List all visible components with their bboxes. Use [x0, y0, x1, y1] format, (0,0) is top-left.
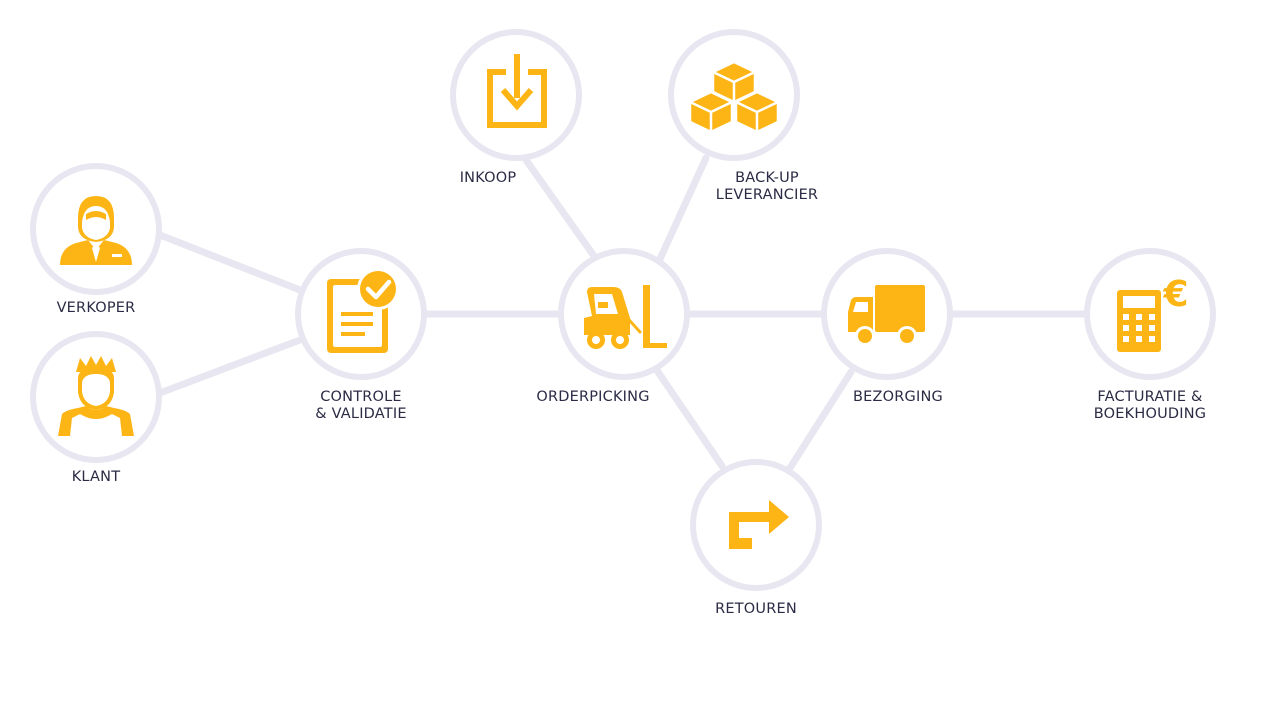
node-label-backup: BACK-UP LEVERANCIER — [716, 170, 818, 204]
label-line: RETOUREN — [715, 601, 797, 617]
calculator-euro-icon: € — [1117, 274, 1189, 352]
node-label-inkoop: INKOOP — [460, 170, 517, 187]
return-arrow-icon — [729, 500, 789, 549]
label-line: BOEKHOUDING — [1093, 406, 1207, 422]
node-label-klant: KLANT — [72, 469, 121, 486]
delivery-truck-icon — [848, 285, 925, 346]
connectors — [156, 154, 1090, 472]
label-line: BACK-UP — [735, 170, 799, 186]
label-line: VERKOPER — [56, 300, 136, 316]
label-line: BEZORGING — [853, 389, 943, 405]
label-line: FACTURATIE & — [1097, 389, 1203, 405]
label-line: LEVERANCIER — [715, 187, 819, 203]
node-label-controle: CONTROLE & VALIDATIE — [315, 389, 406, 423]
node-label-retouren: RETOUREN — [715, 601, 797, 618]
node-ring-retouren — [690, 459, 822, 591]
node-label-bezorging: BEZORGING — [853, 389, 943, 406]
connector-inkoop-orderpicking — [522, 156, 598, 260]
node-label-orderpicking: ORDERPICKING — [536, 389, 649, 406]
connector-bezorging-retouren — [786, 368, 855, 472]
checked-document-icon — [327, 268, 399, 353]
connector-klant-controle — [156, 336, 304, 397]
label-line: & VALIDATIE — [315, 406, 407, 422]
label-line: CONTROLE — [320, 389, 402, 405]
connector-verkoper-controle — [156, 231, 304, 294]
label-line: ORDERPICKING — [536, 389, 650, 405]
boxes-icon — [688, 60, 780, 134]
node-label-facturatie: FACTURATIE & BOEKHOUDING — [1094, 389, 1206, 423]
customer-icon — [58, 356, 134, 436]
connector-orderpicking-retouren — [652, 365, 726, 470]
node-label-verkoper: VERKOPER — [57, 300, 136, 317]
salesperson-icon — [60, 196, 132, 265]
euro-sign: € — [1162, 274, 1188, 315]
label-line: INKOOP — [459, 170, 517, 186]
forklift-icon — [584, 285, 667, 349]
connector-backup-orderpicking — [656, 154, 710, 263]
download-tray-icon — [487, 54, 547, 128]
label-line: KLANT — [71, 469, 121, 485]
